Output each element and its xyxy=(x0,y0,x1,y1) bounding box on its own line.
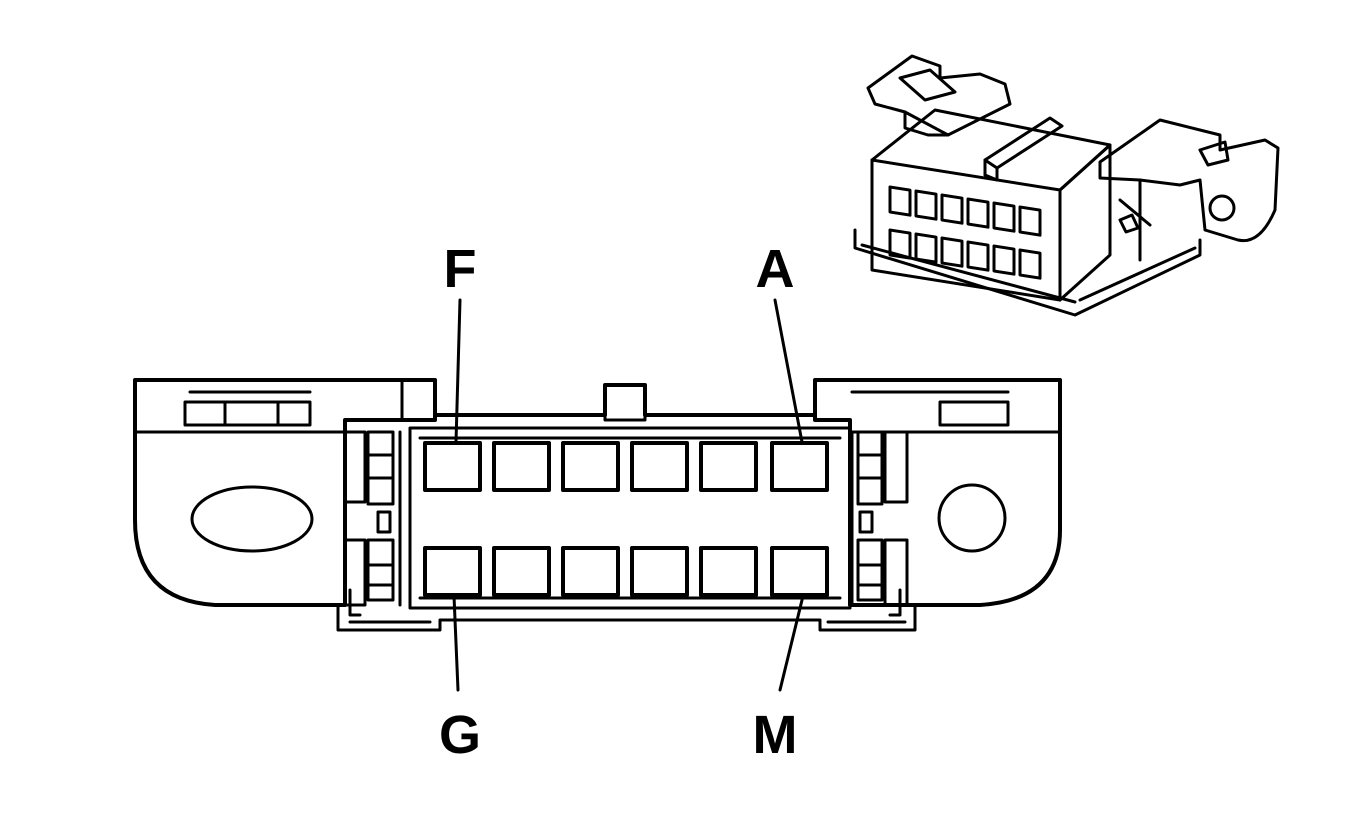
pin-cavities-top-row xyxy=(423,441,829,492)
left-mounting-flange xyxy=(133,378,437,607)
leader-line-g xyxy=(452,594,460,692)
connector-isometric-view xyxy=(853,54,1280,317)
pin-cavity-b xyxy=(699,441,758,492)
pin-label-g: G xyxy=(438,705,482,765)
pin-cavity-body xyxy=(408,426,852,610)
pin-cavity-k xyxy=(630,546,689,597)
bottom-rail xyxy=(336,603,917,632)
pin-cavity-f xyxy=(423,441,482,492)
pin-label-m: M xyxy=(752,705,798,765)
pin-cavity-j xyxy=(561,546,620,597)
top-key-tab xyxy=(603,383,647,422)
leader-line-a xyxy=(773,298,804,444)
left-latch xyxy=(343,430,402,617)
pin-label-a: A xyxy=(755,239,795,299)
pin-cavities-bottom-row xyxy=(423,546,829,597)
pin-cavity-m xyxy=(770,546,829,597)
pin-cavity-l xyxy=(699,546,758,597)
leader-line-f xyxy=(454,298,462,444)
pin-cavity-c xyxy=(630,441,689,492)
pin-label-f: F xyxy=(443,239,477,299)
pin-cavity-h xyxy=(492,546,551,597)
pin-cavity-e xyxy=(492,441,551,492)
pin-cavity-a xyxy=(770,441,829,492)
pin-cavity-d xyxy=(561,441,620,492)
iso-pin-cavities xyxy=(888,185,1042,280)
left-slot-hole xyxy=(190,485,314,553)
connector-front-view xyxy=(133,298,1062,692)
leader-line-m xyxy=(778,594,805,692)
pin-cavity-g xyxy=(423,546,482,597)
right-latch xyxy=(850,430,909,617)
right-round-hole xyxy=(937,483,1007,553)
